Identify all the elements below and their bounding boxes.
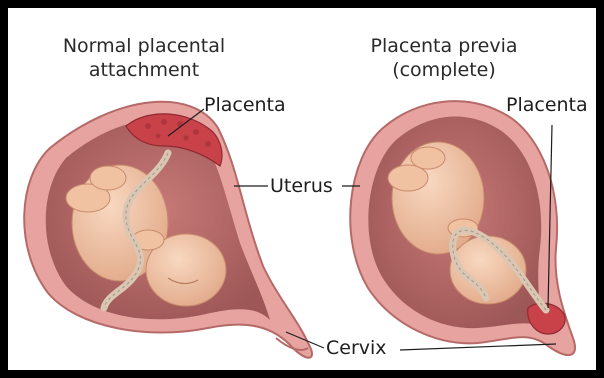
normal-placenta-label: Placenta [204, 94, 286, 116]
normal-title-line2: attachment [54, 58, 234, 82]
leader-cervix-right [400, 344, 556, 350]
previa-title: Placenta previa (complete) [364, 34, 524, 82]
normal-title: Normal placental attachment [54, 34, 234, 82]
uterus-label: Uterus [270, 175, 333, 197]
previa-title-line2: (complete) [364, 58, 524, 82]
normal-title-line1: Normal placental [54, 34, 234, 58]
previa-placenta-label: Placenta [506, 94, 588, 116]
cervix-label: Cervix [326, 337, 387, 359]
figure-panel: Normal placental attachment Placenta pre… [8, 8, 596, 370]
previa-title-line1: Placenta previa [364, 34, 524, 58]
